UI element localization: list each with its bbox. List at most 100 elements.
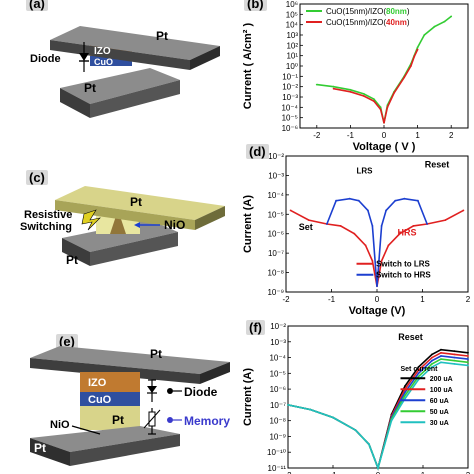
data-point — [404, 394, 406, 397]
data-point — [440, 361, 442, 364]
arrow-head-icon — [134, 222, 140, 228]
data-point — [467, 351, 469, 354]
memory-dot-icon — [167, 417, 173, 423]
data-point — [349, 90, 352, 93]
x-tick-label: -1 — [329, 471, 337, 474]
lightning-icon — [81, 209, 101, 231]
device-schematic-e: Pt IZO CuO Pt Pt NiO Diode Memory — [30, 346, 230, 466]
data-point — [417, 375, 420, 378]
top-electrode-front — [50, 40, 190, 70]
y-axis-label: Current (A) — [242, 368, 254, 426]
legend-entry: CuO(15nm)/IZO(80nm) — [326, 7, 410, 16]
panel-label-f: (f) — [246, 320, 265, 335]
y-tick-label: 10⁶ — [286, 0, 298, 9]
y-tick-label: 10⁻⁶ — [282, 124, 298, 133]
panel-label-d: (d) — [246, 144, 269, 159]
bottom-electrode-top-face — [62, 220, 178, 252]
legend-entry: Switch to LRS — [376, 260, 430, 269]
data-point — [332, 85, 335, 88]
panel-label-a: (a) — [26, 0, 48, 11]
annotation-set: Set — [299, 222, 313, 232]
x-tick-label: 2 — [466, 471, 471, 474]
data-point — [440, 348, 442, 351]
legend-entry: 30 uA — [430, 420, 449, 427]
middle-pt-layer — [80, 406, 140, 430]
data-point — [349, 88, 352, 91]
device-schematic-a: Diode IZO CuO Pt Pt — [30, 26, 220, 118]
x-tick-label: -2 — [282, 295, 290, 304]
data-point — [394, 199, 397, 202]
izo-label: IZO — [94, 46, 111, 57]
x-axis-label: Voltage (V) — [349, 305, 406, 317]
data-point — [440, 351, 442, 354]
bottom-electrode-top-face — [30, 426, 180, 452]
data-point — [380, 225, 383, 227]
top-electrode-side — [200, 362, 230, 384]
nio-pointer-arrow — [71, 425, 101, 435]
data-point — [440, 358, 442, 360]
switching-label-line1: Resistive — [24, 209, 72, 221]
x-tick-label: 1 — [420, 295, 425, 304]
legend-entry: 60 uA — [430, 398, 449, 405]
data-point — [404, 397, 406, 400]
data-point — [373, 100, 375, 102]
x-tick-label: 0 — [382, 131, 387, 140]
data-point — [364, 244, 367, 247]
bottom-electrode-front — [70, 434, 180, 466]
x-tick-label: -2 — [284, 471, 292, 474]
x-tick-label: 1 — [421, 471, 426, 474]
data-point — [403, 76, 406, 79]
y-tick-label: 10⁻⁵ — [270, 369, 286, 378]
top-electrode-side — [195, 206, 225, 230]
y-tick-label: 10⁻⁹ — [269, 432, 286, 441]
data-point — [335, 199, 337, 202]
top-electrode-front — [30, 358, 200, 384]
data-point — [450, 15, 453, 18]
data-point — [431, 366, 433, 368]
data-point — [315, 83, 318, 86]
y-tick-label: 10⁻⁵ — [282, 114, 298, 123]
device-schematic-c: Pt Pt Resistive Switching NiO — [20, 186, 225, 267]
legend-entry: 200 uA — [430, 376, 453, 383]
top-electrode-top-face — [55, 186, 225, 220]
data-point — [433, 25, 436, 28]
bottom-electrode-label: Pt — [84, 81, 96, 95]
x-axis-label: Voltage ( V ) — [353, 141, 416, 153]
y-tick-label: 10⁻⁸ — [270, 417, 287, 426]
data-point — [417, 366, 420, 368]
diode-symbol-icon — [147, 386, 157, 393]
x-tick-label: -1 — [328, 295, 336, 304]
data-point — [413, 55, 416, 58]
data-point — [431, 363, 433, 365]
data-point — [431, 359, 433, 362]
data-point — [431, 356, 433, 359]
y-tick-label: 10⁻¹ — [282, 72, 298, 81]
y-axis-label: Current ( A/cm² ) — [242, 22, 254, 109]
diode-label: Diode — [30, 53, 61, 65]
data-point — [377, 467, 379, 469]
middle-electrode-label: Pt — [112, 413, 124, 427]
y-tick-label: 10⁻³ — [282, 93, 298, 102]
data-point — [390, 419, 393, 422]
data-point — [412, 225, 415, 227]
data-point — [309, 408, 312, 411]
bottom-electrode-front — [90, 232, 178, 266]
data-point — [467, 361, 469, 364]
diode-symbol-icon — [79, 53, 89, 61]
data-point — [426, 223, 428, 225]
top-electrode-label: Pt — [130, 195, 142, 209]
izo-layer — [80, 372, 140, 392]
y-tick-label: 10⁻⁴ — [269, 354, 286, 363]
data-point — [431, 353, 433, 356]
filament — [110, 216, 126, 234]
data-point — [376, 285, 378, 288]
data-point — [380, 260, 383, 262]
plot-frame — [285, 155, 469, 293]
data-point — [371, 225, 374, 227]
x-tick-label: 1 — [415, 131, 420, 140]
y-tick-label: 10⁻¹⁰ — [267, 448, 286, 457]
data-point — [383, 121, 385, 124]
izo-label: IZO — [88, 377, 107, 389]
data-point — [417, 372, 420, 375]
legend-entry: CuO(15nm)/IZO(40nm) — [326, 18, 410, 27]
